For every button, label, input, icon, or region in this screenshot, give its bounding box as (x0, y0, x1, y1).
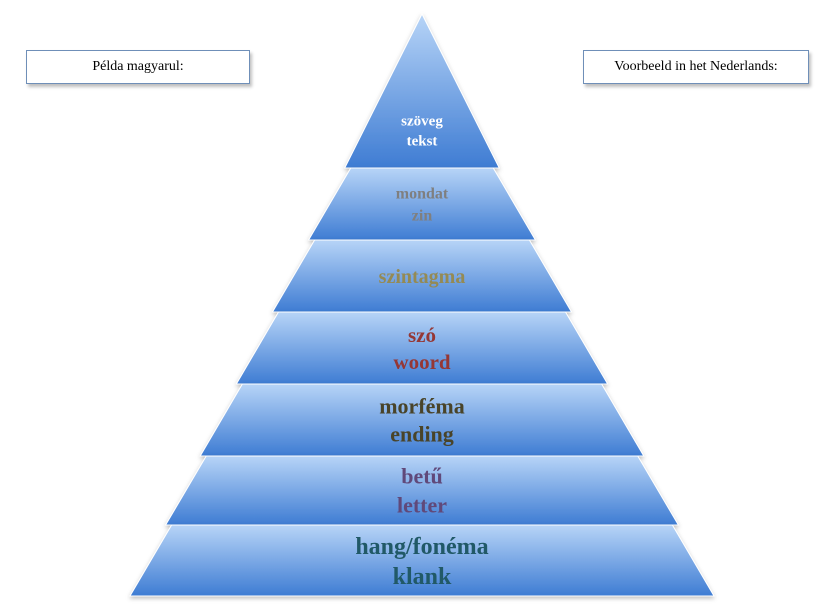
tier-mondat-shape (307, 167, 537, 241)
tier-szo: szó woord (235, 311, 609, 385)
tier-mondat: mondat zin (307, 167, 537, 241)
tier-betu: betű letter (164, 455, 680, 526)
tier-szintagma: szintagma (271, 239, 573, 313)
dutch-example-label: Voorbeeld in het Nederlands: (583, 50, 809, 84)
tier-hang-label-1: hang/fonéma (355, 534, 488, 560)
tier-morfema-label-2: ending (390, 422, 454, 447)
tier-szo-shape (235, 311, 609, 385)
tier-szoveg: szöveg tekst (343, 12, 501, 169)
tier-hang-label-2: klank (393, 564, 452, 590)
tier-szoveg-label-1: szöveg (401, 113, 443, 129)
tier-morfema: morféma ending (199, 383, 645, 457)
tier-szintagma-shape (271, 239, 573, 313)
tier-mondat-label-2: zin (412, 208, 433, 225)
tier-betu-label-2: letter (397, 493, 447, 518)
tier-mondat-label-1: mondat (396, 186, 449, 203)
tier-szoveg-label-2: tekst (407, 133, 438, 149)
tier-morfema-label-1: morféma (379, 394, 465, 419)
tier-szo-label-2: woord (393, 350, 450, 374)
tier-hang-shape (129, 524, 715, 597)
dutch-example-text: Voorbeeld in het Nederlands: (614, 59, 778, 74)
tier-betu-label-1: betű (401, 464, 443, 489)
tier-hang: hang/fonéma klank (129, 524, 715, 597)
hungarian-example-text: Példa magyarul: (92, 59, 184, 74)
tier-betu-shape (164, 455, 680, 526)
tier-szo-label-1: szó (408, 323, 436, 347)
hungarian-example-label: Példa magyarul: (26, 50, 250, 84)
tier-morfema-shape (199, 383, 645, 457)
tier-szintagma-label-1: szintagma (379, 266, 466, 288)
